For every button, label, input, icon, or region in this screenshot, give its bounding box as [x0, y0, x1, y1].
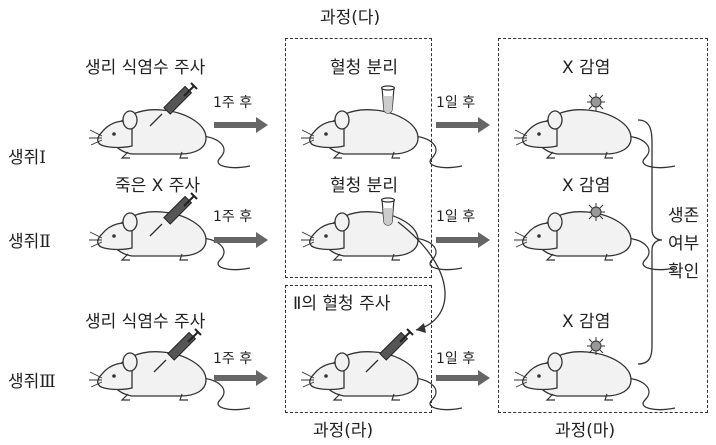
rat-1-treatment: 생리 식염수 주사: [85, 58, 206, 78]
process-ma-label: 과정(마): [555, 421, 616, 441]
rat-3-wait2: 1일 후: [436, 351, 476, 367]
rat-3-label: 생쥐Ⅲ: [8, 372, 56, 392]
result-line-3: 확인: [668, 262, 700, 282]
rat-3-wait1: 1주 후: [213, 351, 253, 367]
rat-1-label: 생쥐Ⅰ: [8, 148, 46, 168]
rat-3-treatment: 생리 식염수 주사: [85, 312, 206, 332]
rat-2-wait1: 1주 후: [213, 209, 253, 225]
result-line-1: 생존: [668, 206, 700, 226]
process-ra-label: 과정(라): [313, 421, 374, 441]
rat-2-infection: X 감염: [562, 176, 611, 196]
rat-3-process-text: Ⅱ의 혈청 주사: [293, 294, 391, 314]
rat-2-treatment: 죽은 X 주사: [115, 176, 201, 196]
rat-1-process-text: 혈청 분리: [330, 58, 398, 78]
result-line-2: 여부: [668, 234, 700, 254]
rat-1-infection: X 감염: [562, 58, 611, 78]
rat-3-infection: X 감염: [562, 312, 611, 332]
rat-2-label: 생쥐Ⅱ: [8, 232, 51, 252]
process-da-label: 과정(다): [320, 8, 381, 28]
rat-1-wait1: 1주 후: [213, 95, 253, 111]
rat-2-wait2: 1일 후: [436, 209, 476, 225]
process-ma-box: [498, 38, 708, 413]
rat-1-wait2: 1일 후: [436, 95, 476, 111]
process-ra-box: [285, 285, 432, 413]
rat-2-process-text: 혈청 분리: [330, 176, 398, 196]
